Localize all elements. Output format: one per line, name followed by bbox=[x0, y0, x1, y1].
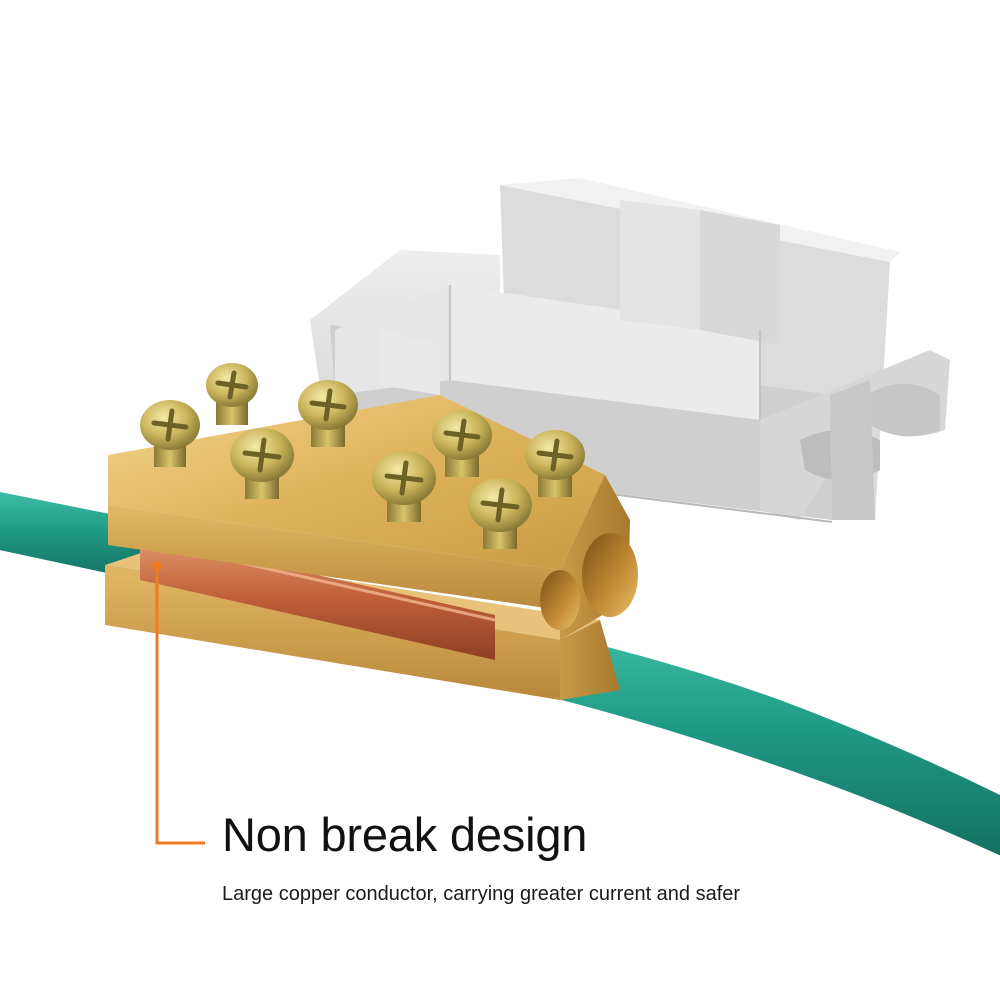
terminal-screw bbox=[140, 400, 200, 467]
terminal-screw bbox=[298, 380, 358, 447]
description: Large copper conductor, carrying greater… bbox=[222, 883, 741, 905]
terminal-screw bbox=[206, 363, 258, 425]
headline: Non break design bbox=[222, 808, 588, 861]
terminal-screw bbox=[468, 478, 532, 549]
terminal-screw bbox=[525, 430, 585, 497]
terminal-screw bbox=[432, 410, 492, 477]
terminal-screw bbox=[372, 451, 436, 522]
terminal-screws bbox=[140, 363, 585, 549]
terminal-screw bbox=[230, 428, 294, 499]
